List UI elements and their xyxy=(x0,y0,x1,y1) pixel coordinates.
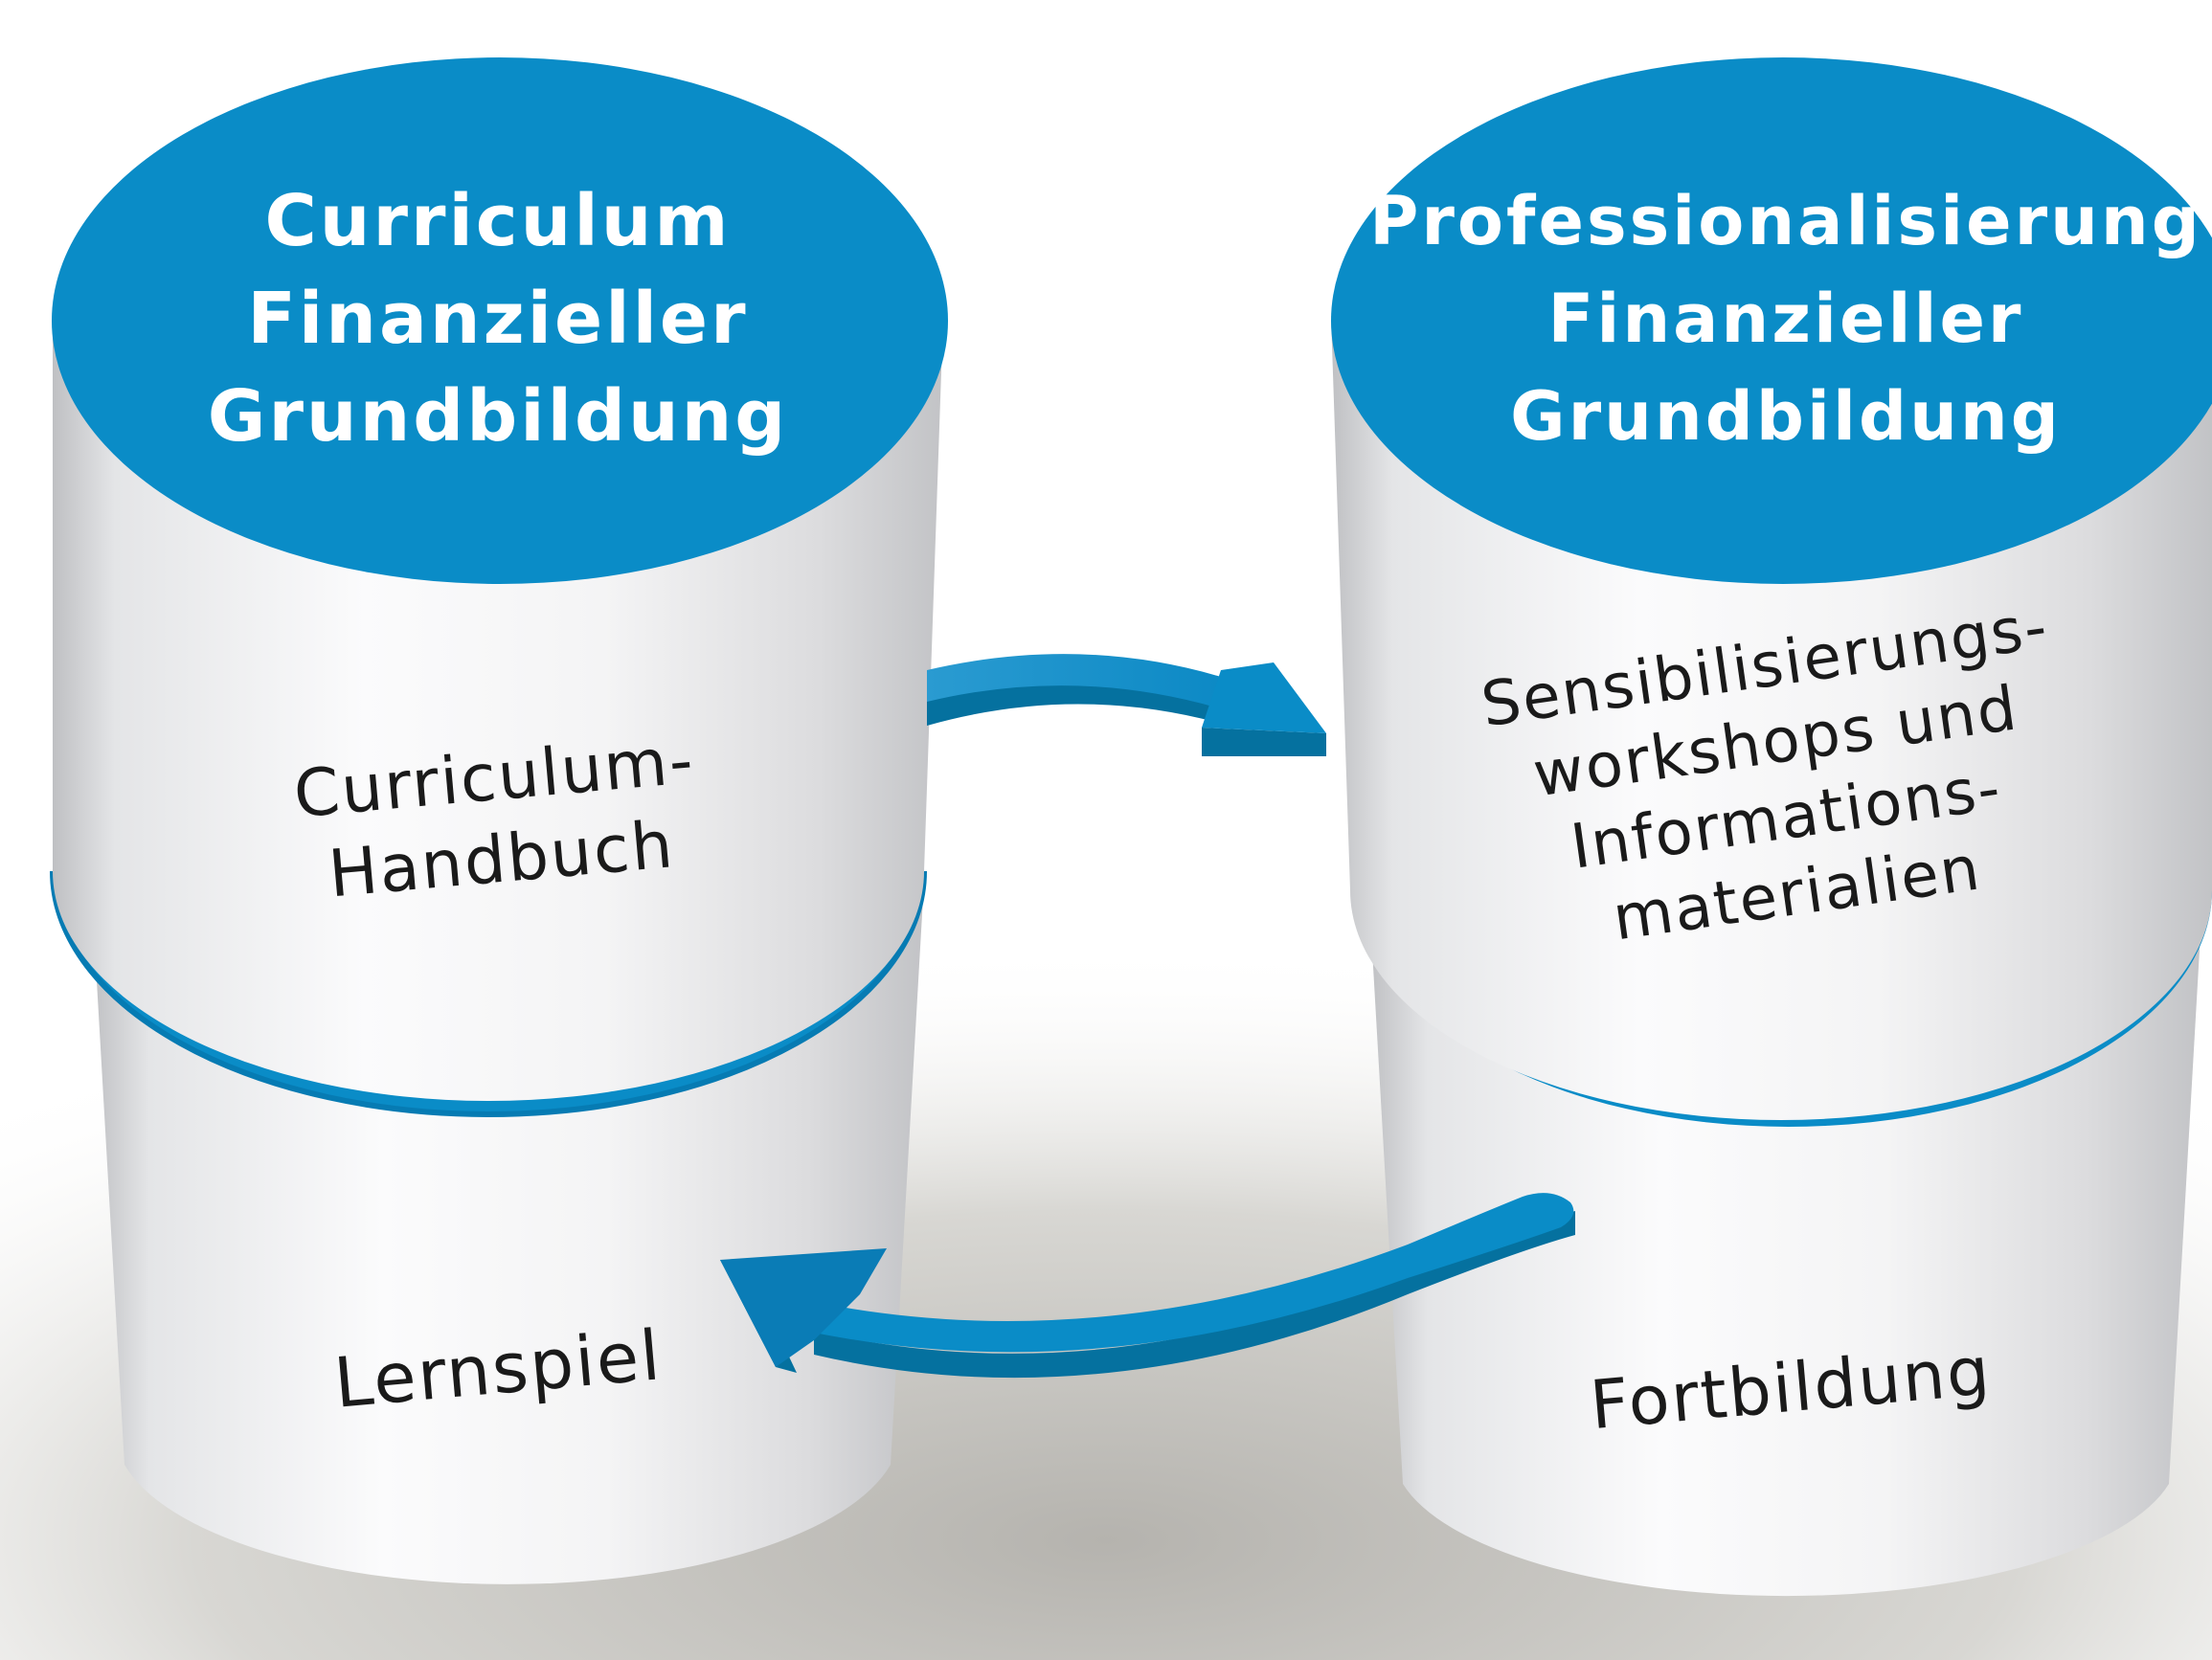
left-title: Curriculum Finanzieller Grundbildung xyxy=(153,172,843,465)
arrow-upper-head-side xyxy=(1202,728,1326,756)
left-title-line-3: Grundbildung xyxy=(207,375,789,458)
arrow-lower-head xyxy=(720,1248,887,1367)
right-cylinder-stack xyxy=(1331,57,2212,1597)
arrow-upper-body xyxy=(927,654,1245,713)
left-top-cap xyxy=(52,57,948,584)
left-title-line-2: Finanzieller xyxy=(247,278,749,360)
right-title-line-1: Professionalisierung xyxy=(1369,182,2202,260)
right-top-cap xyxy=(1331,57,2212,584)
right-title-line-2: Finanzieller xyxy=(1547,280,2024,358)
left-title-line-1: Curriculum xyxy=(264,180,732,262)
arrow-upper-head xyxy=(1202,662,1326,733)
left-cylinder-stack xyxy=(50,57,948,1584)
curved-arrow-right-icon xyxy=(927,654,1326,756)
right-title-line-3: Grundbildung xyxy=(1510,377,2062,456)
right-title: Professionalisierung Finanzieller Grundb… xyxy=(1369,172,2202,465)
arrow-lower-side xyxy=(814,1211,1575,1379)
arrow-lower-body xyxy=(814,1193,1574,1353)
left-seam-ring-highlight xyxy=(50,870,927,1117)
curved-arrow-left-icon xyxy=(720,1193,1575,1379)
